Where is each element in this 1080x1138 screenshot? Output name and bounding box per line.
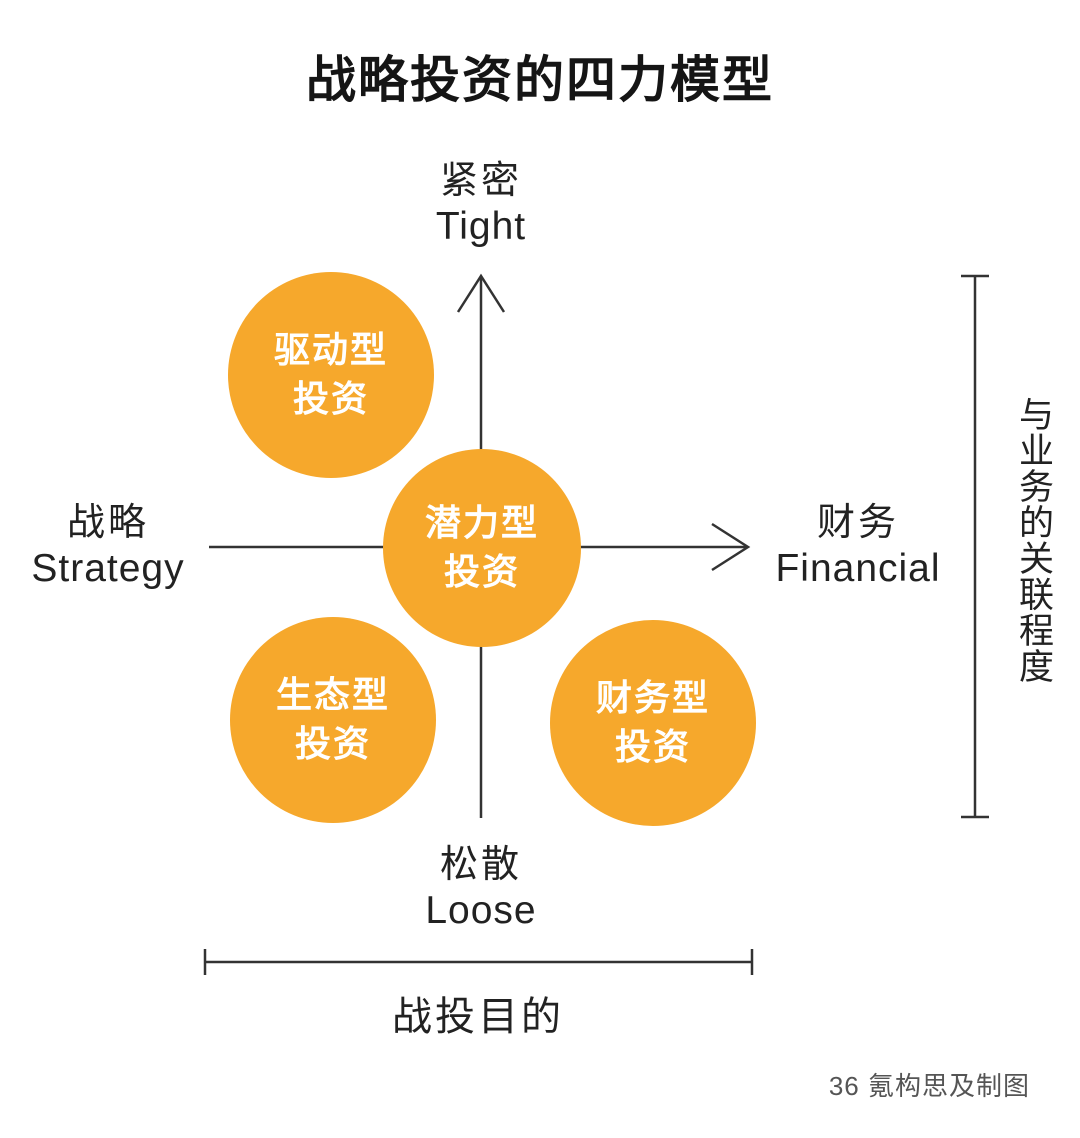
right-bracket-label: 与业务的关联程度 [1014,396,1053,684]
axis-label-left-zh: 战略 [66,502,149,544]
axis-label-right-zh: 财务 [816,502,900,544]
bubble-financial-line1: 财务型 [595,677,710,719]
bubble-drive-investment: 驱动型 投资 [228,272,434,478]
bubble-drive-line1: 驱动型 [273,329,388,371]
up-arrow-icon [456,273,506,313]
bubble-ecosystem-investment: 生态型 投资 [230,617,436,823]
axis-label-bottom-zh: 松散 [439,844,523,886]
axis-label-bottom-en: Loose [425,889,537,933]
bubble-potential-investment: 潜力型 投资 [383,449,581,647]
bubble-financial-line2: 投资 [614,726,691,767]
bubble-potential-line2: 投资 [443,551,520,592]
page-title: 战略投资的四力模型 [306,52,774,108]
bubble-ecosystem-line1: 生态型 [275,674,390,716]
credit-text: 36 氪构思及制图 [828,1071,1030,1101]
bubble-potential-line1: 潜力型 [424,502,539,544]
bubble-drive-line2: 投资 [292,378,369,419]
right-arrow-icon [711,522,751,572]
axis-label-right-en: Financial [775,547,941,591]
axis-label-top: 紧密 Tight [436,158,526,250]
axis-label-bottom: 松散 Loose [425,842,536,934]
axis-label-top-zh: 紧密 [439,160,523,202]
axis-label-left-en: Strategy [31,547,185,591]
bubble-financial-investment: 财务型 投资 [550,620,756,826]
bottom-bracket-label: 战投目的 [392,995,564,1039]
axis-label-top-en: Tight [435,205,527,249]
axis-label-left: 战略 Strategy [31,500,184,592]
bubble-ecosystem-line2: 投资 [294,723,371,764]
axis-label-right: 财务 Financial [775,500,940,592]
